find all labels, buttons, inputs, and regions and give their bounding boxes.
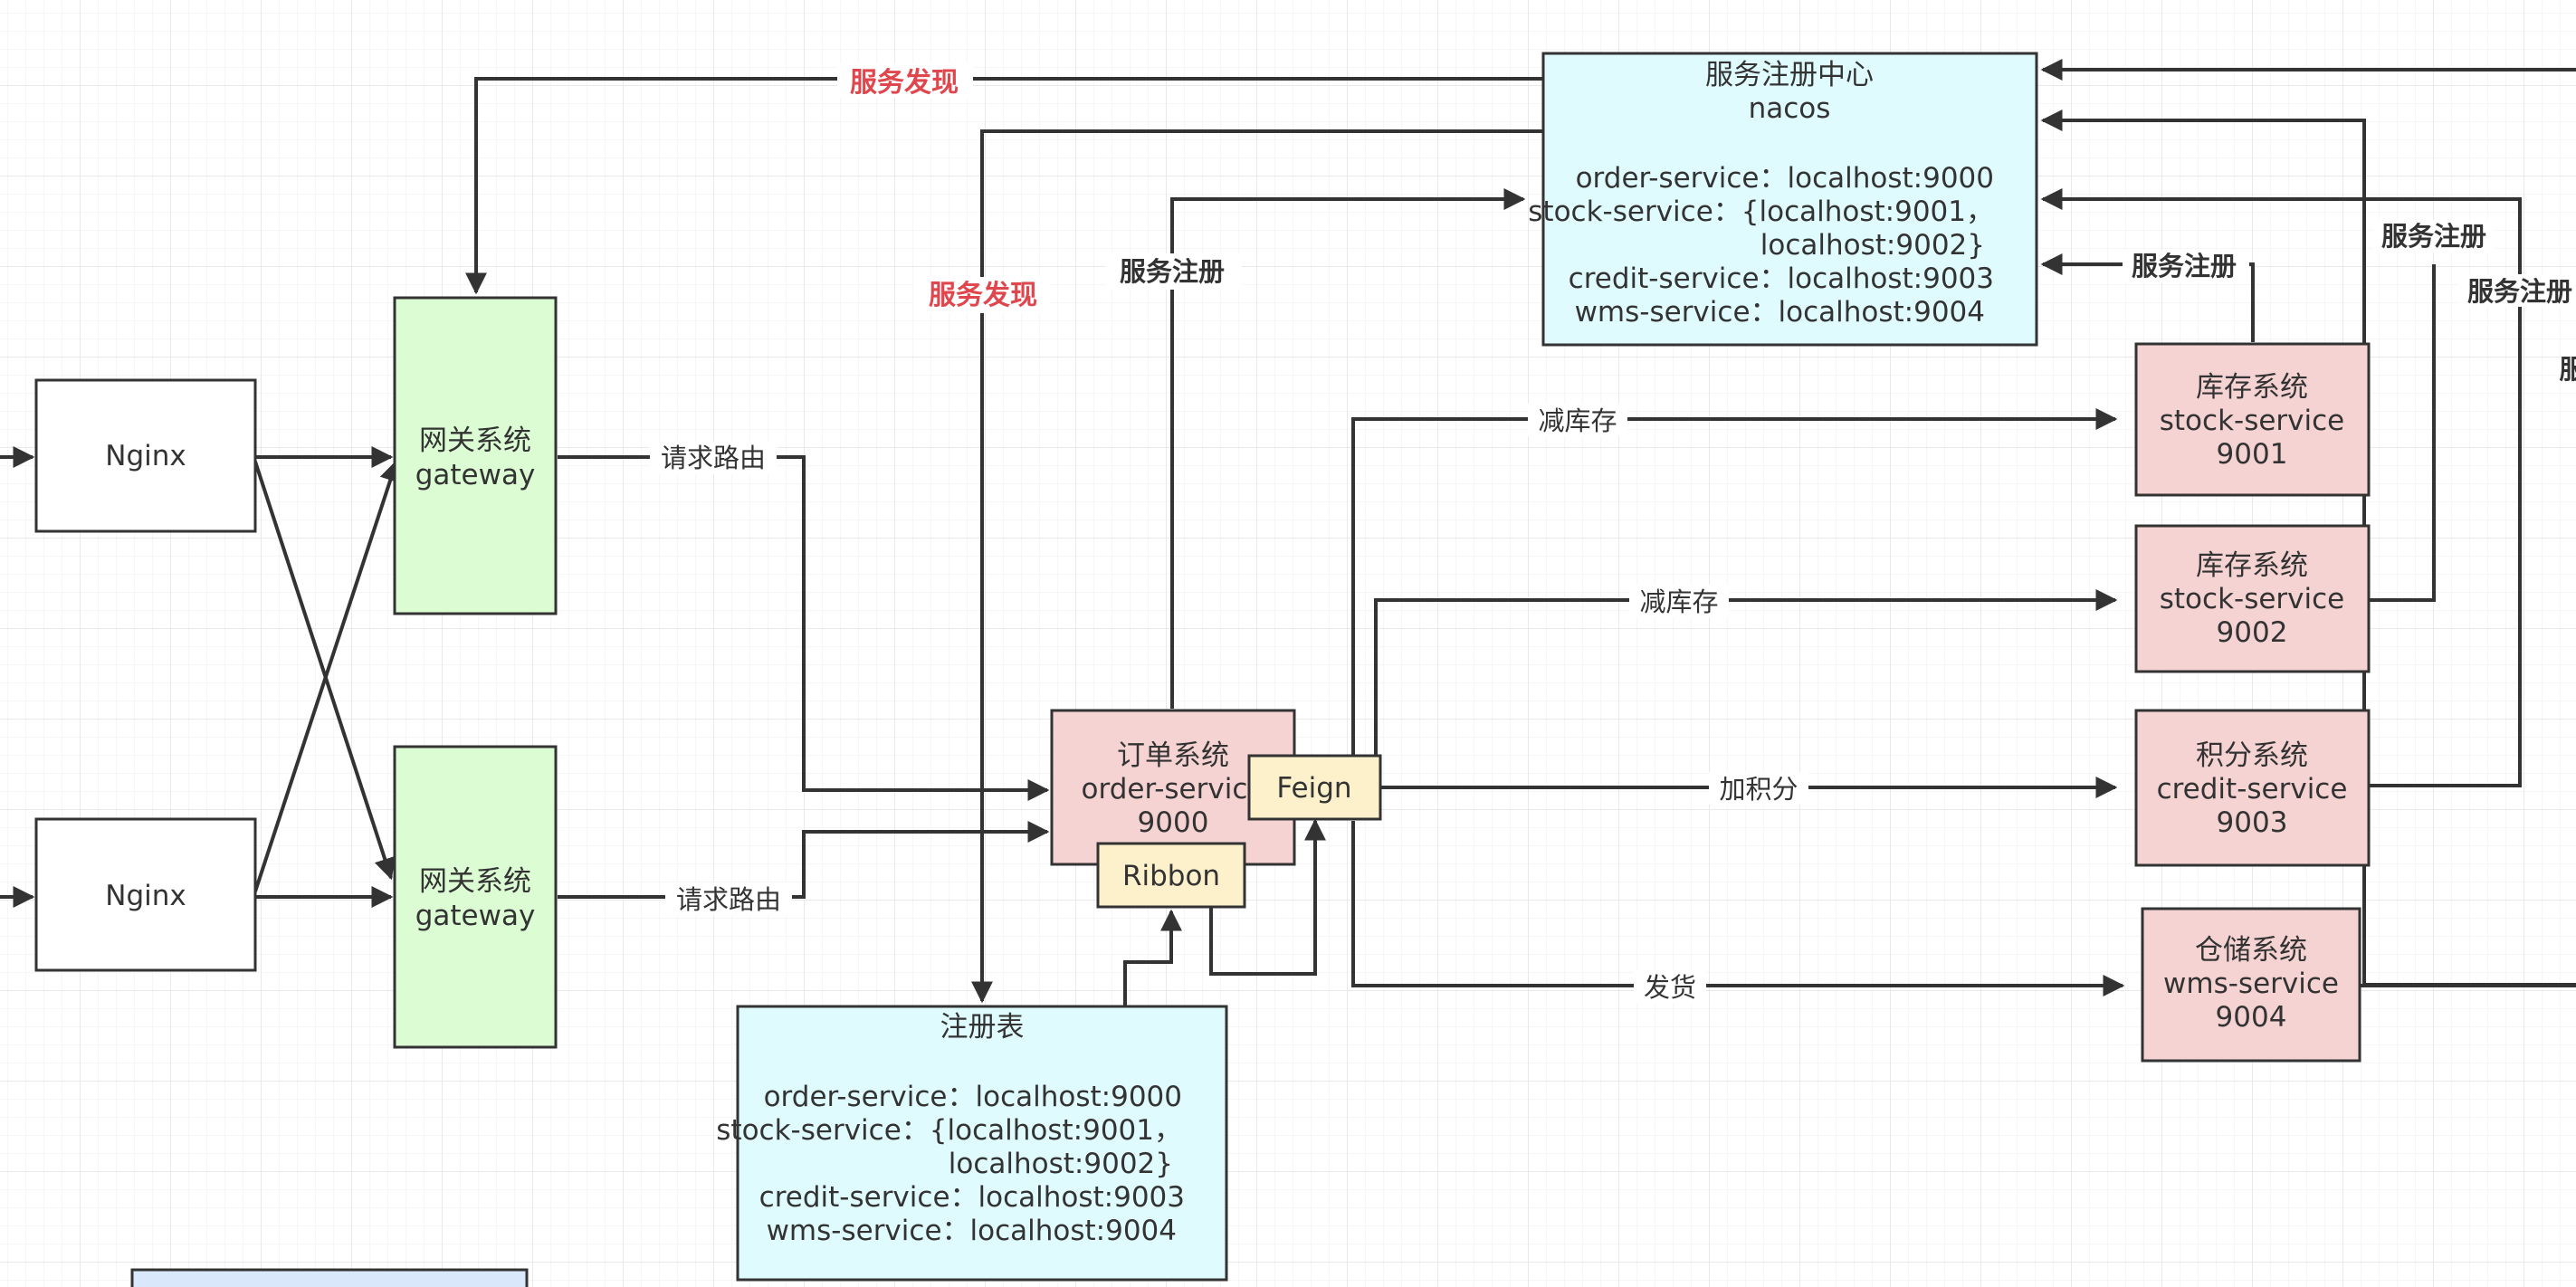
credit-line-3: 9003: [2217, 806, 2288, 839]
nginx-box-2[interactable]: Nginx: [34, 817, 257, 972]
stock-service-box-1[interactable]: 库存系统 stock-service 9001: [2134, 342, 2371, 497]
label-discovery-gateway: 服务发现: [850, 67, 959, 99]
wms-line-3: 9004: [2216, 1001, 2287, 1034]
gateway-box-2[interactable]: 网关系统 gateway: [393, 745, 558, 1049]
label-add-points: 加积分: [1719, 774, 1798, 805]
wms-line-1: 仓储系统: [2195, 934, 2307, 967]
label-discovery-table: 服务发现: [929, 280, 1037, 311]
feign-box[interactable]: Feign: [1247, 754, 1382, 821]
edge-feign-wms[interactable]: [1351, 821, 2125, 996]
stock-1-line-2: stock-service: [2160, 405, 2345, 437]
label-register-stock1: 服务注册: [2132, 251, 2237, 281]
gateway-1-line-1: 网关系统: [419, 424, 531, 457]
registry-center-line-3: localhost:9002}: [1760, 229, 1985, 262]
credit-service-rect[interactable]: [2134, 709, 2371, 867]
wms-service-rect[interactable]: [2141, 907, 2361, 1063]
nginx-rect-2[interactable]: [34, 817, 257, 972]
order-service-line-3: 9000: [1138, 806, 1209, 839]
registry-center-rect[interactable]: [1541, 52, 2038, 347]
label-ship: 发货: [1644, 972, 1696, 1003]
credit-line-2: credit-service: [2157, 773, 2348, 806]
registry-center-subtitle: nacos: [1749, 92, 1831, 125]
nginx-rect-1[interactable]: [34, 378, 257, 533]
feign-label: Feign: [1276, 772, 1351, 805]
label-deduct-1: 减库存: [1538, 405, 1617, 436]
edge-register-stock1[interactable]: [2040, 253, 2255, 342]
nginx-label-1: Nginx: [105, 440, 186, 472]
label-register-order: 服务注册: [1120, 256, 1225, 287]
wms-service-box[interactable]: 仓储系统 wms-service 9004: [2141, 907, 2361, 1063]
label-deduct-2: 减库存: [1639, 586, 1718, 617]
gateway-rect-1[interactable]: [393, 296, 558, 615]
registry-table-box[interactable]: 注册表 order-service：localhost:9000 stock-s…: [716, 1005, 1228, 1282]
registry-table-line-5: wms-service：localhost:9004: [767, 1215, 1177, 1247]
registry-center-box[interactable]: 服务注册中心 nacos order-service：localhost:900…: [1528, 52, 2038, 347]
stock-service-rect-1[interactable]: [2134, 342, 2371, 497]
label-register-stock2: 服务注册: [2381, 221, 2486, 252]
stock-2-line-3: 9002: [2217, 616, 2288, 649]
edge-feign-stock2[interactable]: [1374, 589, 2118, 756]
feign-rect[interactable]: [1247, 754, 1382, 821]
ribbon-box[interactable]: Ribbon: [1096, 842, 1246, 909]
registry-table-line-4: credit-service：localhost:9003: [759, 1181, 1185, 1214]
stock-1-line-1: 库存系统: [2196, 371, 2308, 404]
label-route-1: 请求路由: [661, 443, 766, 473]
gateway-2-line-2: gateway: [415, 900, 536, 932]
credit-line-1: 积分系统: [2196, 739, 2308, 772]
edge-table-ribbon[interactable]: [1123, 909, 1182, 1006]
nginx-box-1[interactable]: Nginx: [34, 378, 257, 533]
registry-center-line-1: order-service：localhost:9000: [1576, 162, 1994, 195]
registry-table-rect[interactable]: [736, 1005, 1228, 1282]
credit-service-box[interactable]: 积分系统 credit-service 9003: [2134, 709, 2371, 867]
registry-center-line-2: stock-service：{localhost:9001，: [1528, 195, 1994, 228]
edge-feign-stock1[interactable]: [1351, 408, 2118, 756]
edge-nginx2-gateway1[interactable]: [253, 459, 401, 892]
registry-center-line-4: credit-service：localhost:9003: [1569, 262, 1994, 295]
gateway-2-line-1: 网关系统: [419, 865, 531, 898]
edge-register-credit[interactable]: [2040, 188, 2522, 787]
edge-ribbon-feign[interactable]: [1209, 818, 1326, 976]
gateway-rect-2[interactable]: [393, 745, 558, 1049]
registry-center-line-5: wms-service：localhost:9004: [1575, 296, 1985, 329]
edge-nginx1-gateway2[interactable]: [253, 461, 396, 881]
wms-line-2: wms-service: [2163, 968, 2339, 1000]
edge-discovery-gateway[interactable]: [465, 77, 1543, 295]
registry-table-line-2: stock-service：{localhost:9001，: [716, 1114, 1182, 1147]
stock-service-box-2[interactable]: 库存系统 stock-service 9002: [2134, 524, 2371, 673]
label-route-2: 请求路由: [676, 884, 781, 915]
label-register-credit: 服务注册: [2467, 276, 2572, 307]
order-service-line-2: order-service: [1082, 773, 1265, 806]
edge-register-order[interactable]: [1170, 188, 1526, 709]
stock-1-line-3: 9001: [2217, 438, 2288, 471]
order-service-line-1: 订单系统: [1117, 739, 1229, 772]
gateway-1-line-2: gateway: [415, 459, 536, 491]
registry-table-line-1: order-service：localhost:9000: [764, 1081, 1182, 1113]
gateway-box-1[interactable]: 网关系统 gateway: [393, 296, 558, 615]
label-register-cut: 服: [2559, 354, 2576, 385]
registry-table-title: 注册表: [940, 1011, 1025, 1044]
stock-2-line-1: 库存系统: [2196, 549, 2308, 582]
stock-2-line-2: stock-service: [2160, 583, 2345, 615]
edge-discovery-table[interactable]: [971, 129, 1543, 1004]
order-service-box[interactable]: 订单系统 order-service 9000: [1050, 709, 1296, 866]
edge-gateway1-order[interactable]: [558, 455, 1050, 801]
ribbon-label: Ribbon: [1122, 860, 1220, 892]
edge-labels: 服务发现 服务发现 服务注册 服务注册 服务注册 服务注册 服 请求路由 请求路…: [650, 63, 2576, 1003]
registry-table-line-3: localhost:9002}: [949, 1148, 1173, 1180]
registry-center-title: 服务注册中心: [1705, 59, 1874, 91]
edge-register-stock2[interactable]: [2370, 264, 2436, 602]
ribbon-rect[interactable]: [1096, 842, 1246, 909]
edge-gateway2-order[interactable]: [558, 821, 1050, 899]
stock-service-rect-2[interactable]: [2134, 524, 2371, 673]
nginx-label-2: Nginx: [105, 880, 186, 912]
partial-box[interactable]: [130, 1268, 529, 1287]
